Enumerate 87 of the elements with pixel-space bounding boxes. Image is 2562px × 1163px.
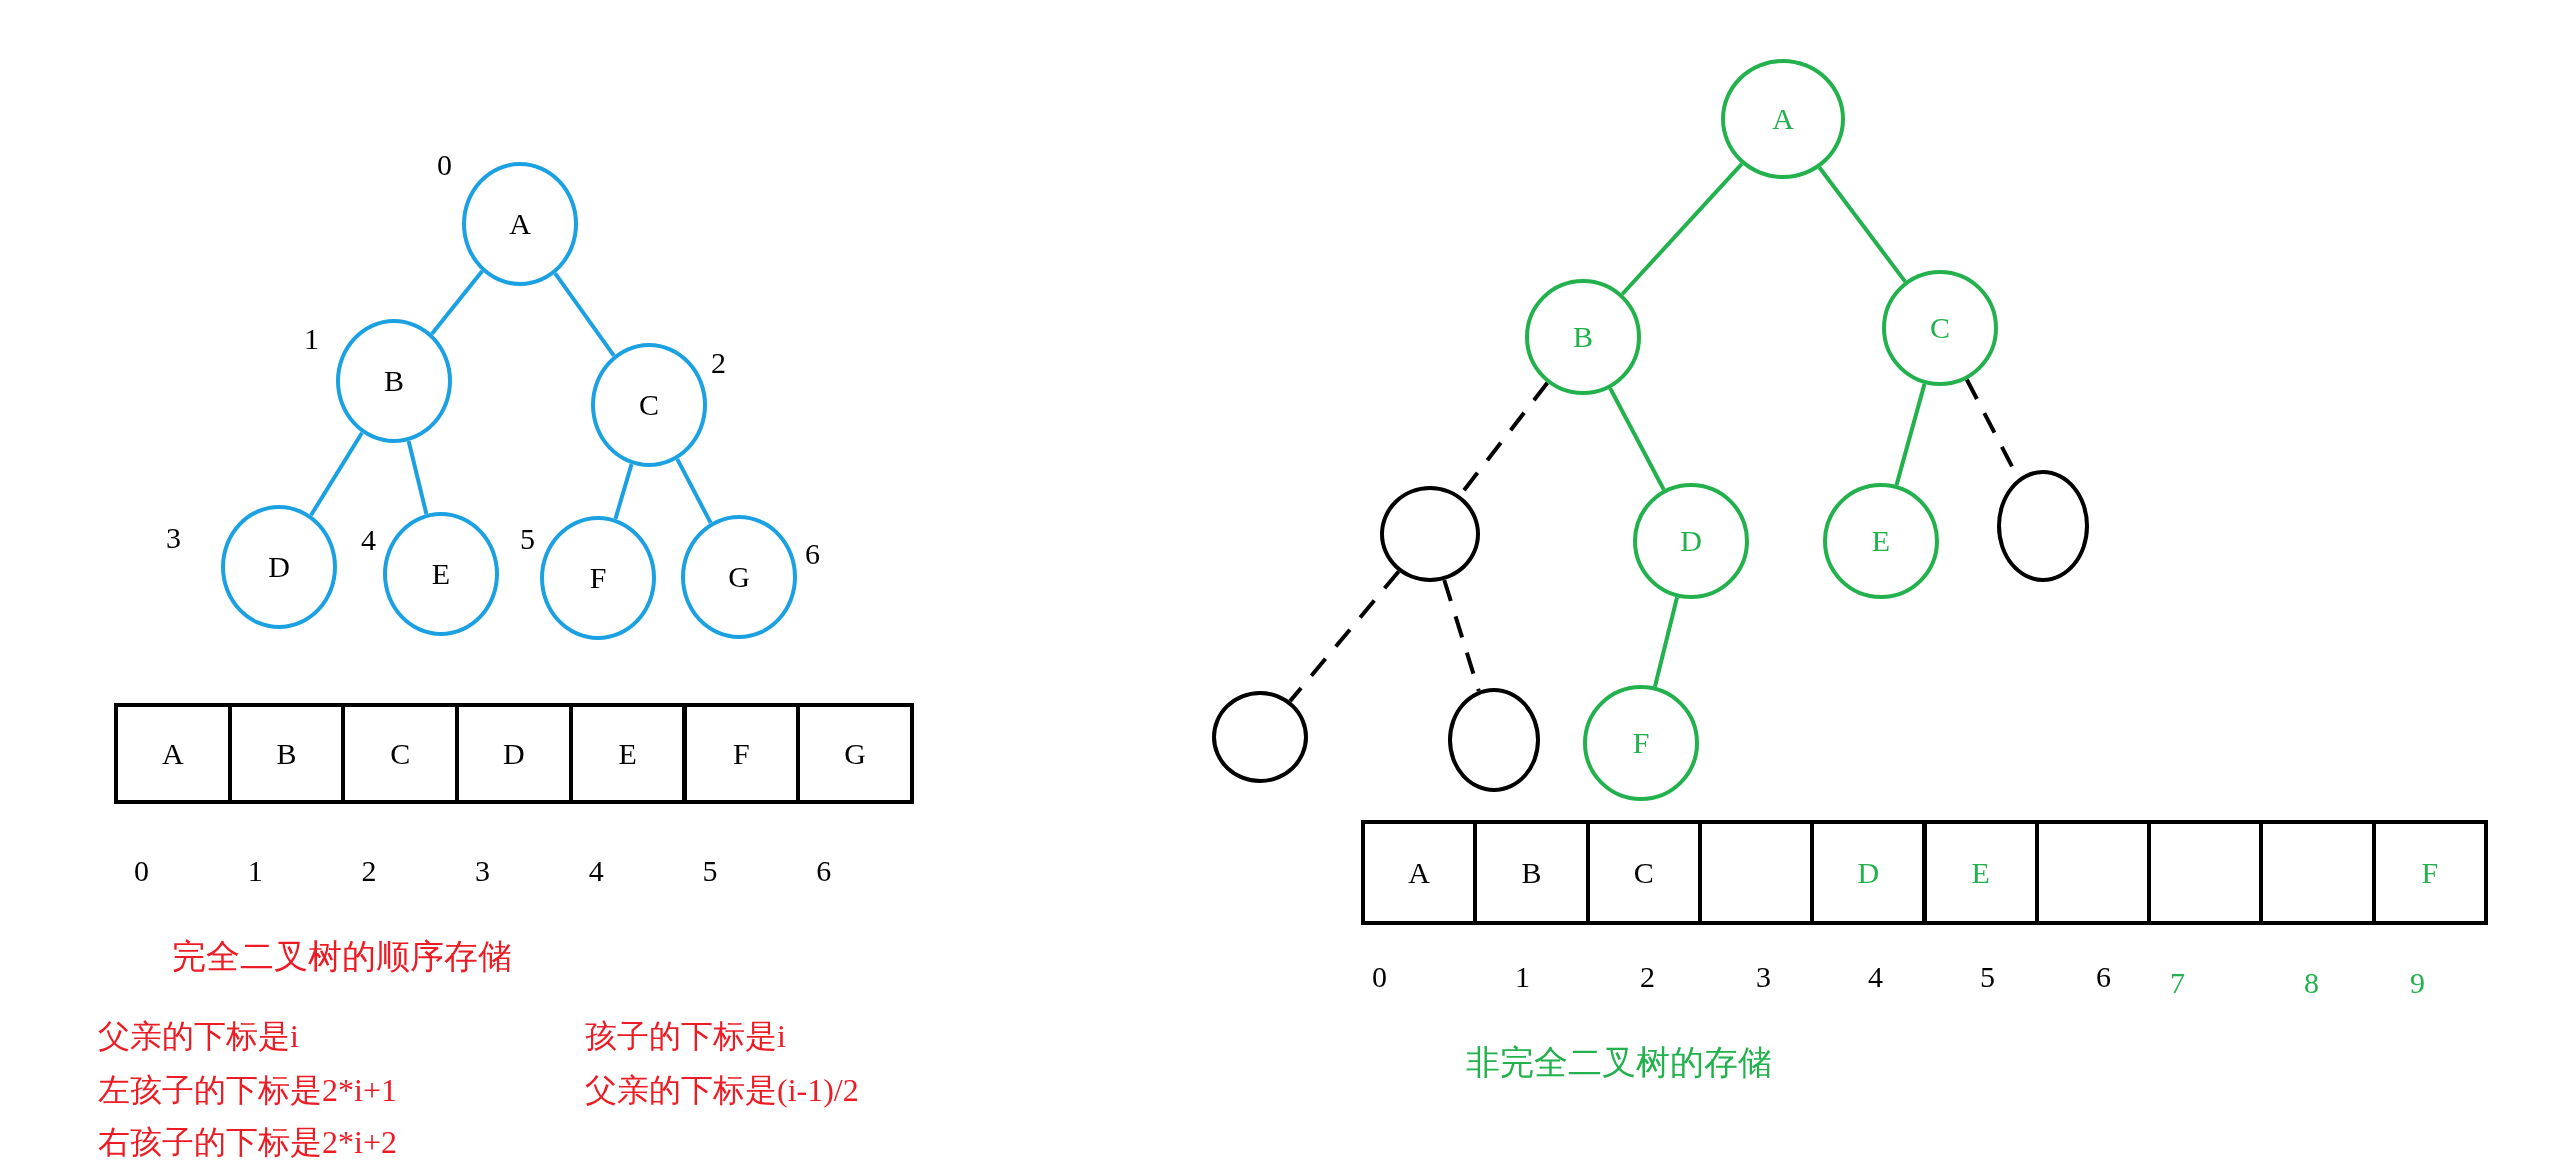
index-number: 8	[2304, 968, 2319, 998]
tree-node-circle	[221, 505, 337, 629]
connector-line	[1288, 570, 1401, 703]
tree-node-circle	[540, 516, 656, 640]
index-number: 0	[437, 150, 452, 180]
index-number: 1	[247, 856, 263, 886]
tree-node-circle	[1823, 483, 1939, 599]
empty-circle	[1997, 470, 2089, 582]
index-number: 2	[361, 856, 377, 886]
cell-letter: A	[162, 738, 184, 769]
index-number: 3	[166, 523, 181, 553]
tree-node-circle	[1882, 270, 1998, 386]
node-letter: D	[268, 552, 290, 582]
index-number: 4	[1868, 962, 1883, 992]
index-number: 0	[134, 856, 149, 886]
index-number: 1	[1515, 962, 1530, 992]
note-text: 非完全二叉树的存储	[1466, 1046, 1772, 1080]
index-number: 5	[520, 524, 535, 554]
tree-node-circle	[383, 512, 499, 636]
connector-line	[1608, 387, 1666, 491]
connector-line	[1817, 166, 1907, 283]
index-number: 9	[2410, 968, 2425, 998]
cell-letter: D	[503, 738, 525, 769]
node-letter: A	[1772, 104, 1794, 134]
node-letter: D	[1680, 526, 1702, 556]
tree-node-circle	[681, 515, 797, 639]
tree-node-circle	[336, 319, 452, 443]
note-text: 父亲的下标是(i-1)/2	[585, 1074, 859, 1106]
index-number: 3	[475, 856, 491, 886]
index-number: 3	[1756, 962, 1771, 992]
index-number: 7	[2170, 968, 2185, 998]
cell-letter: D	[1857, 857, 1880, 888]
connector-line	[406, 440, 429, 515]
node-letter: C	[1930, 313, 1950, 343]
index-number: 6	[805, 539, 820, 569]
note-text: 完全二叉树的顺序存储	[172, 940, 512, 974]
connector-line	[1442, 579, 1481, 692]
cell-letter: E	[1971, 857, 1990, 888]
tree-node-circle	[1583, 685, 1699, 801]
tree-node-circle	[1633, 483, 1749, 599]
cell-letter: A	[1408, 857, 1430, 888]
cell-letter: G	[844, 738, 866, 769]
index-number: 6	[2096, 962, 2111, 992]
index-number: 4	[588, 856, 604, 886]
node-letter: B	[1573, 322, 1593, 352]
index-number: 4	[361, 525, 376, 555]
cell-letter: C	[1633, 857, 1654, 888]
tree-node-circle	[462, 162, 578, 286]
connector-line	[1894, 383, 1927, 486]
empty-circle	[1448, 688, 1540, 792]
node-letter: F	[589, 563, 607, 593]
index-number: 5	[1980, 962, 1995, 992]
index-number: 6	[816, 856, 832, 886]
connector-line	[309, 431, 364, 517]
node-letter: B	[384, 366, 404, 396]
tree-node-circle	[1525, 279, 1641, 395]
node-letter: C	[639, 390, 659, 420]
connector-line	[430, 269, 484, 336]
node-letter: E	[431, 559, 451, 589]
index-number: 5	[702, 856, 718, 886]
cell-letter: F	[2421, 857, 2439, 888]
note-text: 左孩子的下标是2*i+1	[98, 1074, 397, 1106]
cell-letter: C	[390, 738, 411, 769]
connector-line	[1620, 162, 1744, 296]
index-number: 0	[1372, 962, 1387, 992]
cell-letter: E	[618, 738, 637, 769]
connector-line	[553, 272, 616, 357]
node-letter: G	[728, 562, 750, 592]
empty-circle	[1212, 691, 1308, 783]
cell-letter: B	[1521, 857, 1542, 888]
note-text: 孩子的下标是i	[585, 1020, 786, 1052]
node-letter: F	[1632, 728, 1650, 758]
tree-node-circle	[591, 343, 707, 467]
tree-node-circle	[1721, 59, 1845, 179]
cell-letter: F	[733, 738, 750, 769]
empty-circle	[1380, 486, 1480, 582]
note-text: 右孩子的下标是2*i+2	[98, 1126, 397, 1158]
note-text: 父亲的下标是i	[98, 1020, 299, 1052]
index-number: 2	[711, 348, 726, 378]
connector-line	[675, 458, 713, 524]
connector-line	[1653, 596, 1679, 688]
index-number: 2	[1640, 962, 1655, 992]
node-letter: E	[1871, 526, 1891, 556]
connector-line	[613, 463, 634, 520]
node-letter: A	[509, 209, 531, 239]
index-number: 1	[304, 324, 319, 354]
cell-letter: B	[276, 738, 297, 769]
